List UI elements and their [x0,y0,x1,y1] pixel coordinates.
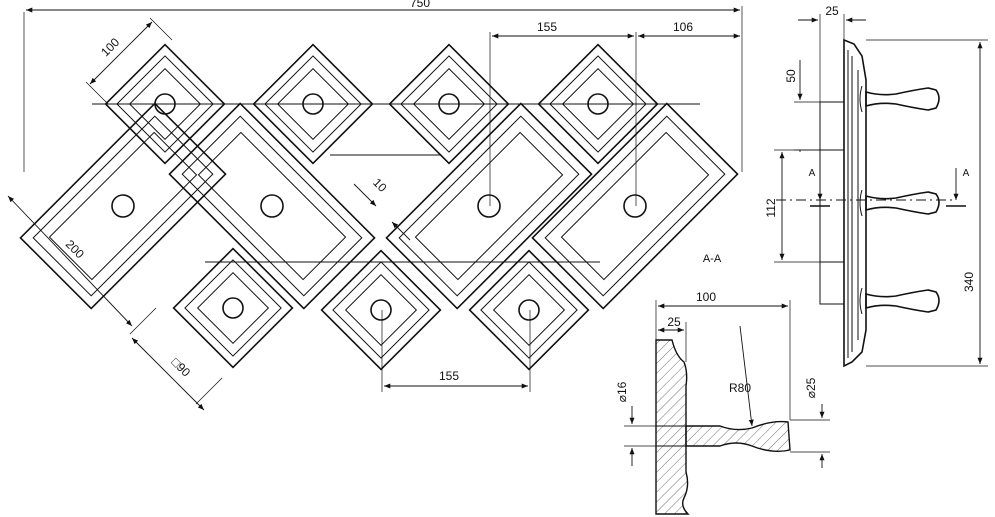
dim-gap: 10 [353,175,411,241]
dim-hook-dia-small-text: ⌀16 [615,381,629,402]
dim-hook-dia-end-text: ⌀25 [804,377,818,398]
dim-hook-length-text: 100 [696,290,716,304]
peg-top [859,85,940,113]
small-tile-top-4 [537,43,659,165]
dim-pitch-bottom-text: 155 [439,369,459,383]
dim-small-square-text: □90 [169,355,194,380]
small-tile-bottom-3 [468,249,590,371]
small-tile-top-3 [388,43,510,165]
section-mark-right: A [963,168,970,179]
section-label: A-A [703,253,722,265]
dim-side-top-offset-text: 50 [784,69,798,83]
small-tile-bottom-1 [172,247,294,369]
dim-pitch-bottom: 155 [381,310,531,392]
small-tile-bottom-2 [320,249,442,371]
small-tile-top-2 [252,43,374,165]
hook-body [685,420,791,453]
dim-small-square: □90 [129,307,223,411]
backing-plate [92,103,700,263]
dim-offset-right-text: 106 [673,20,693,34]
side-view: A A 25 50 112 340 [764,4,988,368]
large-tile-3 [385,102,593,310]
dim-side-thickness-text: 25 [825,4,839,18]
dim-hook-radius-text: R80 [729,381,751,395]
dim-pitch-top-text: 155 [537,20,557,34]
front-view: 750 155 106 100 200 [7,0,743,411]
dim-side-height-text: 340 [962,272,976,292]
hook-detail: 100 25 ⌀16 R80 ⌀25 [615,290,830,515]
dim-large-tile-length: 200 [7,195,133,327]
wall-section [655,339,690,515]
section-mark-left: A [809,168,816,179]
dim-pitch-top: 155 [489,20,637,206]
dim-gap-text: 10 [370,175,390,195]
peg-bottom [859,287,940,315]
dim-hook-base-text: 25 [667,315,681,329]
large-tile-4 [531,102,739,310]
peg-middle [859,189,940,217]
dim-overall-width: 750 [23,0,743,172]
large-tile-2 [168,102,376,310]
dim-offset-right: 106 [638,20,740,39]
dim-small-tile-width: 100 [85,17,173,105]
dim-side-hook-spacing-text: 112 [764,198,778,217]
dim-overall-width-text: 750 [410,0,430,10]
